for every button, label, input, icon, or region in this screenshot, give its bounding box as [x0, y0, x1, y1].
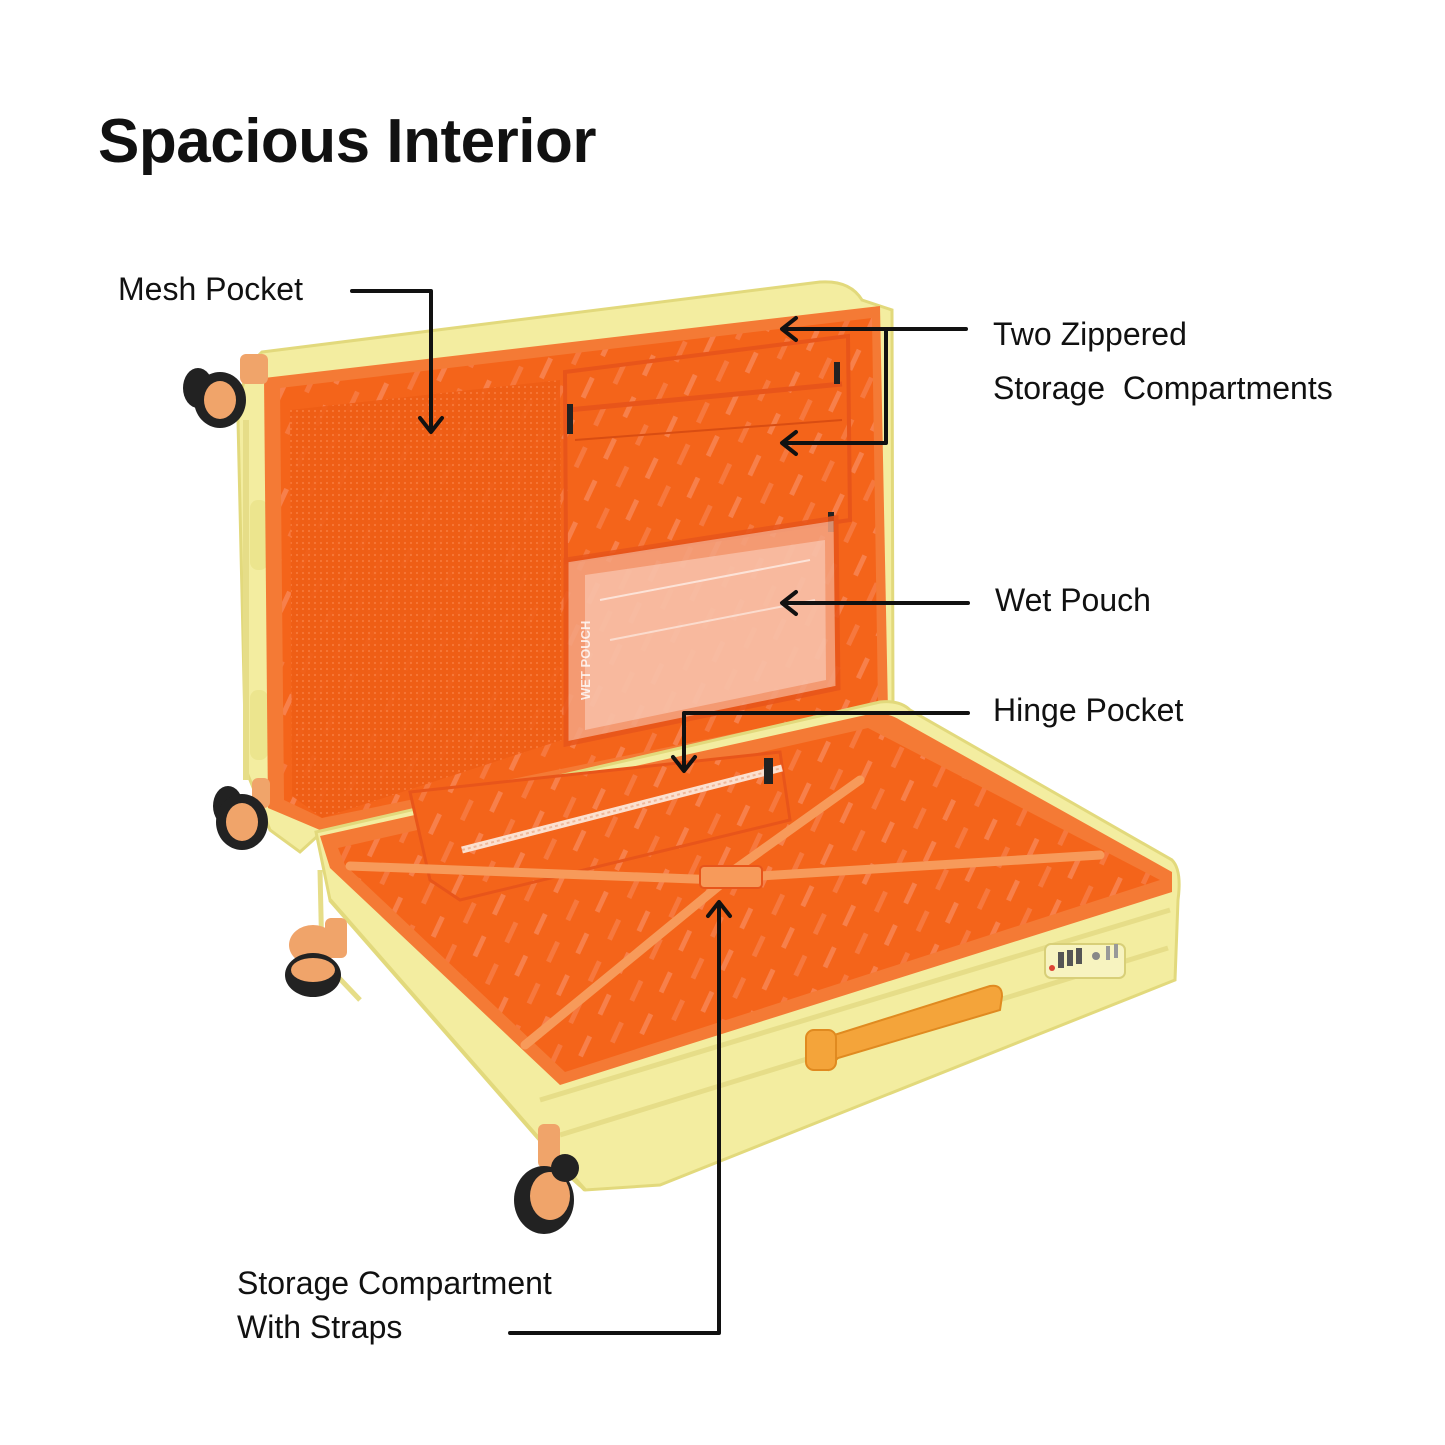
leader-lines — [350, 289, 970, 1335]
mesh-pocket-arrowhead — [418, 416, 444, 434]
zippered-compartments — [562, 333, 853, 565]
zippered-arrowhead-2 — [780, 430, 798, 456]
label-storage-straps-line1: Storage Compartment — [237, 1265, 552, 1301]
compression-straps — [345, 775, 1105, 1050]
combination-lock — [1044, 943, 1126, 979]
wet-pouch — [563, 515, 841, 748]
spinner-wheel-front — [514, 1124, 579, 1234]
side-handle — [805, 984, 1004, 1072]
zippered-arrowhead-1 — [780, 316, 798, 342]
spinner-wheel-mid-left — [213, 778, 270, 850]
wet-pouch-arrowhead — [780, 590, 798, 616]
zippered-leader-2 — [782, 327, 888, 445]
label-two-zippered-line2: Storage Compartments — [993, 370, 1333, 406]
mesh-pocket-leader — [350, 289, 433, 432]
label-mesh-pocket: Mesh Pocket — [118, 271, 303, 307]
mesh-pocket — [290, 380, 562, 818]
label-hinge-pocket: Hinge Pocket — [993, 692, 1184, 728]
strap-buckle — [699, 865, 763, 889]
straps-leader — [508, 902, 721, 1335]
label-wet-pouch: Wet Pouch — [995, 582, 1151, 618]
hinge-pocket-leader — [682, 711, 970, 771]
label-storage-straps-line2: With Straps — [237, 1309, 403, 1345]
straps-arrowhead — [706, 900, 732, 918]
label-two-zippered-line1: Two Zippered — [993, 316, 1187, 352]
page-title: Spacious Interior — [98, 107, 596, 176]
spinner-wheel-top-left — [183, 354, 268, 428]
hinge-pocket-arrowhead — [671, 755, 697, 773]
wet-pouch-print: WET POUCH — [578, 621, 593, 700]
spinner-wheel-base-left — [285, 918, 347, 997]
